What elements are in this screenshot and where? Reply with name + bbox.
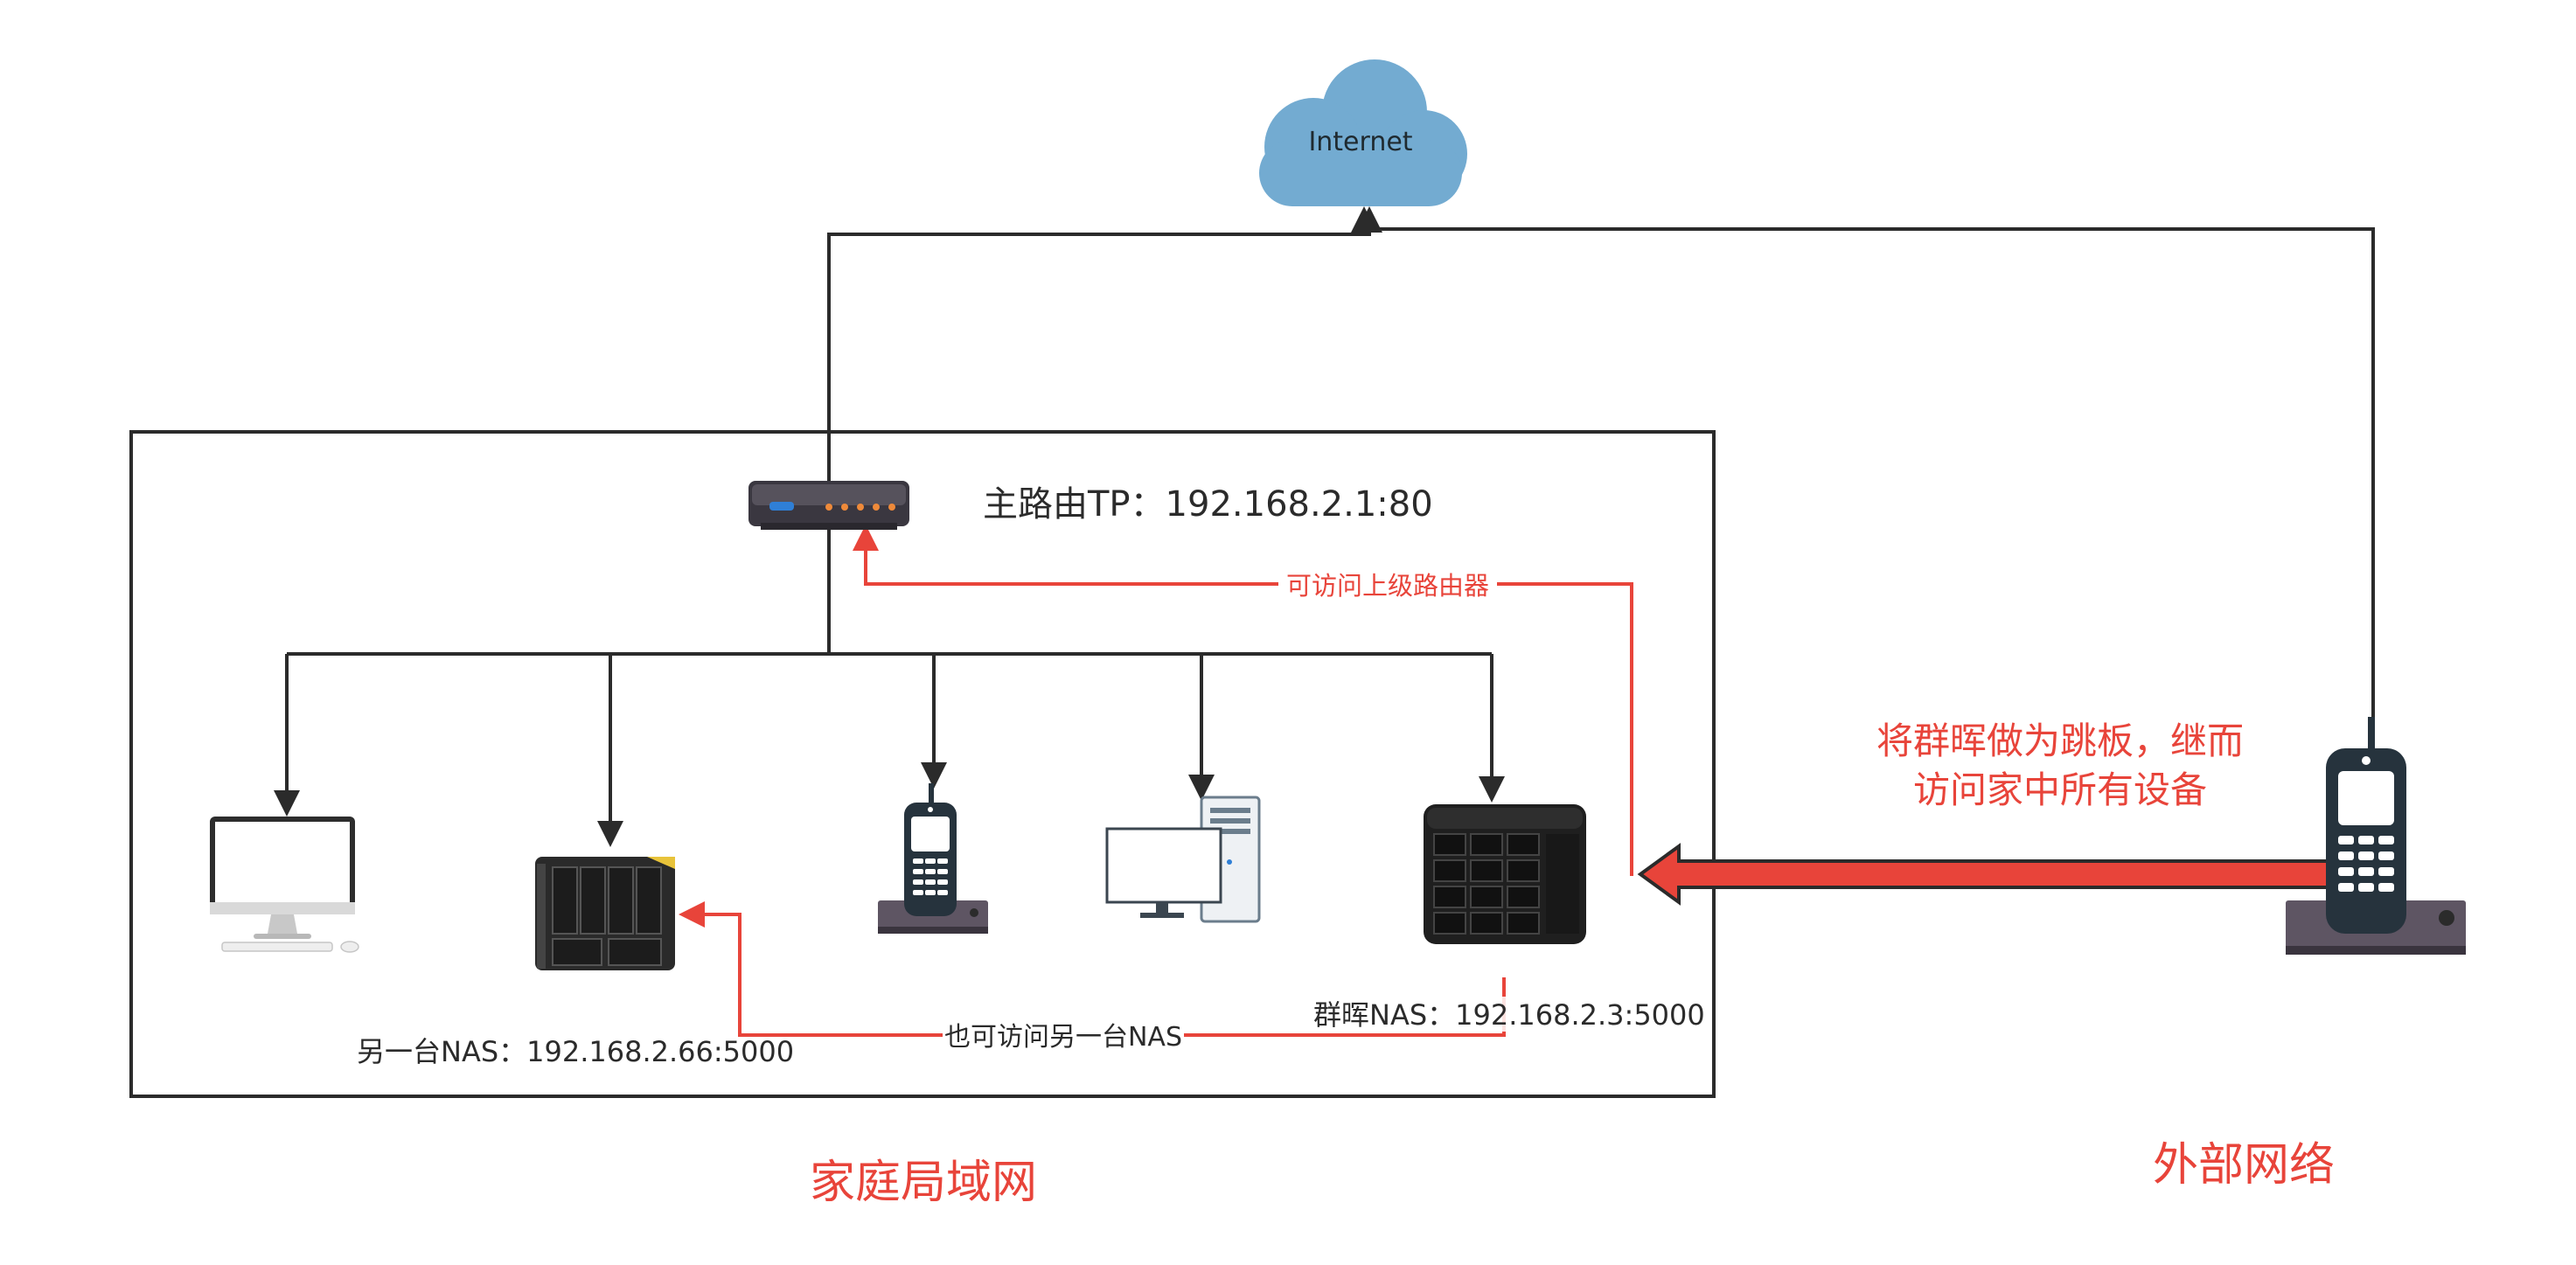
external-access-arrow	[1637, 843, 2335, 906]
lan-boundary	[129, 430, 1716, 1098]
lan-phone-icon	[878, 783, 988, 934]
imac-icon	[210, 817, 359, 953]
router-internet-link	[827, 206, 1382, 486]
synology-label: 群晖NAS：192.168.2.3:5000	[1313, 998, 1705, 1032]
other-nas-label: 另一台NAS：192.168.2.66:5000	[357, 1035, 794, 1068]
jump-note-line1: 将群晖做为跳板，继而	[1876, 719, 2244, 762]
internet-label: Internet	[1308, 127, 1412, 157]
router-label: 主路由TP：192.168.2.1:80	[983, 484, 1433, 525]
jump-note-line2: 访问家中所有设备	[1913, 768, 2207, 811]
other-nas-icon	[535, 857, 675, 970]
synology-nas-icon	[1424, 804, 1586, 944]
lan-zone-label: 家庭局域网	[810, 1157, 1037, 1209]
desktop-pc-icon	[1105, 796, 1261, 923]
router-icon	[748, 481, 909, 530]
external-zone-label: 外部网络	[2153, 1139, 2335, 1192]
nas-access-label: 也可访问另一台NAS	[944, 1022, 1182, 1053]
router-access-label-bg	[1278, 568, 1497, 600]
nas-access-label-bg	[943, 1018, 1184, 1051]
internet-cloud-icon	[1259, 59, 1467, 206]
synology-label-bg	[1312, 997, 1688, 1032]
external-phone-icon	[2286, 717, 2466, 955]
phone-internet-link	[1351, 206, 2375, 721]
router-access-label: 可访问上级路由器	[1286, 571, 1489, 601]
synology-router-link	[853, 525, 1633, 876]
